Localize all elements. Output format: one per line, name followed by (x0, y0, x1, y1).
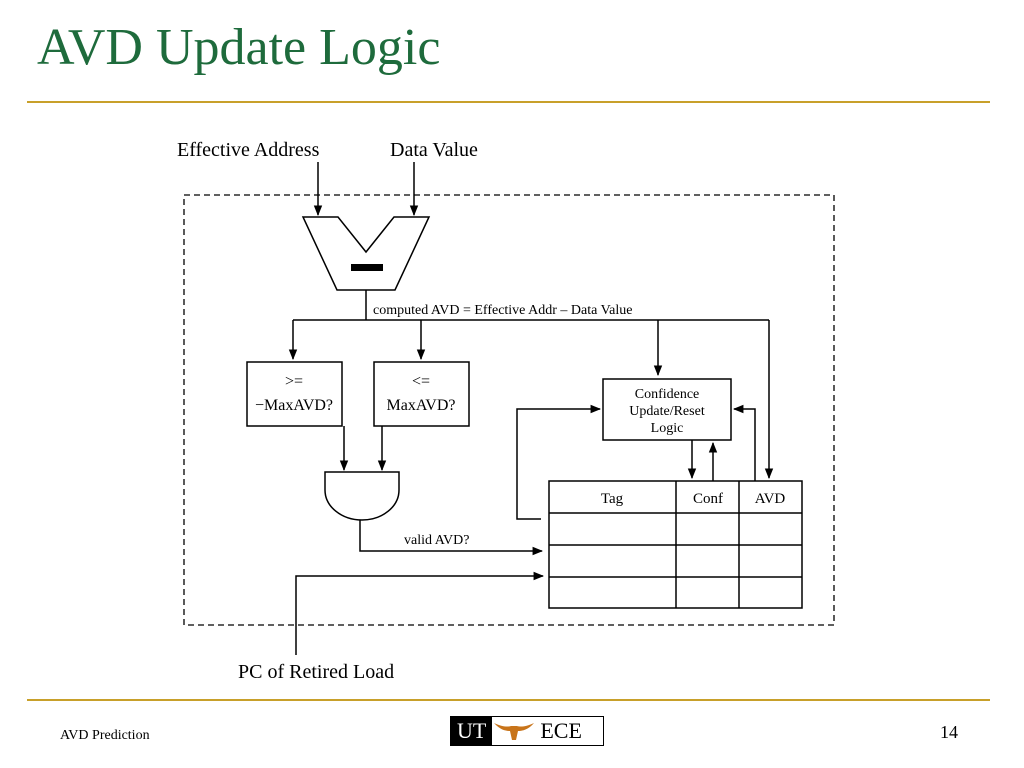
ge-operand: −MaxAVD? (255, 397, 333, 414)
logo-right-text: ECE (540, 718, 582, 743)
minus-sign (351, 264, 383, 271)
table-header-conf: Conf (693, 491, 723, 507)
computed-avd-label: computed AVD = Effective Addr – Data Val… (373, 303, 632, 318)
avd-table: Tag Conf AVD (548, 480, 803, 609)
longhorn-icon (492, 717, 536, 745)
subtractor (301, 216, 431, 291)
slide-title: AVD Update Logic (37, 19, 441, 76)
confidence-line-2: Update/Reset (629, 404, 705, 419)
confidence-logic-box (602, 378, 732, 441)
and-gate (324, 471, 400, 521)
ut-ece-logo: UT ECE (450, 716, 604, 746)
effective-address-label: Effective Address (177, 139, 320, 161)
ge-op: >= (285, 373, 303, 390)
confidence-line-1: Confidence (635, 387, 700, 402)
table-header-tag: Tag (601, 491, 624, 507)
avd-to-confidence-wire (732, 404, 756, 481)
table-header-avd: AVD (755, 491, 786, 507)
footer-title: AVD Prediction (60, 728, 150, 743)
le-compare-box (373, 361, 470, 427)
title-divider (27, 101, 990, 103)
pc-wire (295, 571, 545, 655)
valid-avd-label: valid AVD? (404, 533, 469, 548)
logo-left-text: UT (451, 717, 493, 745)
ge-compare-box (246, 361, 343, 427)
le-op: <= (412, 373, 430, 390)
avd-update-diagram: Effective Address Data Value computed AV… (177, 139, 835, 683)
confidence-line-3: Logic (651, 421, 684, 436)
logic-boundary (183, 194, 835, 626)
le-operand: MaxAVD? (386, 397, 455, 414)
pc-label: PC of Retired Load (238, 661, 394, 683)
page-number: 14 (940, 722, 958, 742)
table-to-confidence-wire (516, 404, 602, 520)
valid-avd-wire (359, 520, 544, 556)
data-value-label: Data Value (390, 139, 478, 161)
footer-divider (27, 699, 990, 701)
